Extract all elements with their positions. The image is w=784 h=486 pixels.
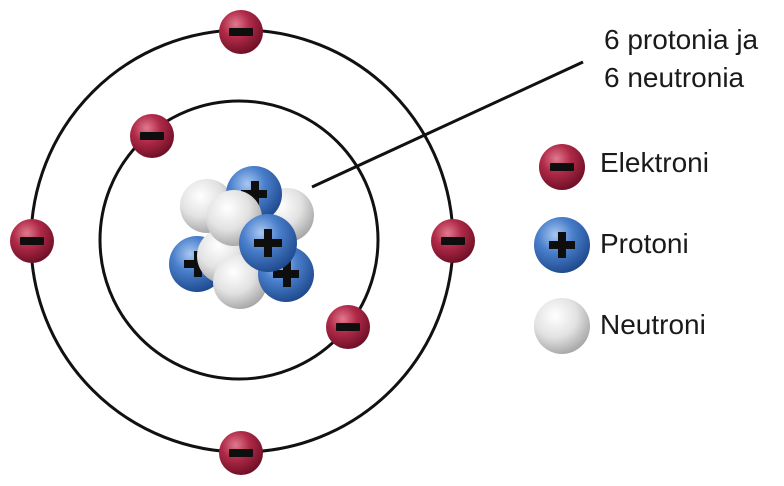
neutron bbox=[213, 255, 267, 309]
callout-pointer-line bbox=[311, 60, 584, 189]
callout-text-line2: 6 neutronia bbox=[604, 62, 745, 93]
legend-label-proton: Protoni bbox=[600, 228, 689, 259]
legend-proton-icon bbox=[534, 217, 590, 273]
legend-label-electron: Elektroni bbox=[600, 147, 709, 178]
legend-neutron-icon bbox=[534, 298, 590, 354]
proton bbox=[239, 214, 297, 272]
electron bbox=[130, 114, 174, 158]
legend-label-neutron: Neutroni bbox=[600, 309, 706, 340]
legend-electron-icon bbox=[539, 144, 585, 190]
inner-orbit bbox=[98, 99, 380, 381]
electron bbox=[219, 10, 263, 54]
electron bbox=[219, 431, 263, 475]
electron bbox=[10, 219, 54, 263]
callout-text-line1: 6 protonia ja bbox=[604, 24, 759, 55]
electron bbox=[431, 219, 475, 263]
electron bbox=[326, 305, 370, 349]
nucleus bbox=[169, 166, 314, 309]
